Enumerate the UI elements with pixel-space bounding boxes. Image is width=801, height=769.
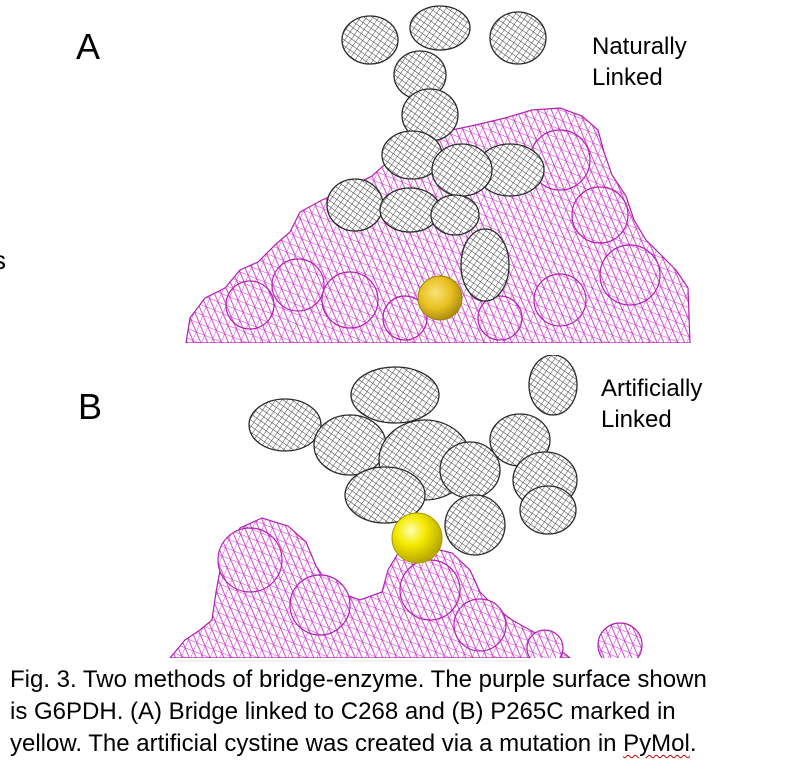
panel-a-label-line-2: Linked — [592, 64, 663, 91]
panel-b-label-line-1: Artificially — [601, 375, 703, 402]
caption-pymol-word: PyMol — [623, 730, 690, 757]
caption-line-3-prefix: yellow. The artificial cystine was creat… — [10, 730, 624, 757]
panel-b-cysteine-atom — [391, 512, 443, 564]
caption-line-3: yellow. The artificial cystine was creat… — [10, 728, 800, 760]
panel-a-letter: A — [76, 26, 101, 67]
stray-edge-glyph: s — [0, 247, 6, 273]
figure-caption: Fig. 3. Two methods of bridge-enzyme. Th… — [10, 664, 800, 760]
panel-a-label-line-1: Naturally — [592, 33, 687, 60]
panel-b-bridge-molecule — [248, 355, 578, 556]
panel-b-letter: B — [78, 386, 103, 427]
panel-b-enzyme-surface — [169, 517, 643, 658]
caption-line-1: Fig. 3. Two methods of bridge-enzyme. Th… — [10, 666, 707, 693]
caption-line-2: is G6PDH. (A) Bridge linked to C268 and … — [10, 698, 676, 725]
caption-line-3-suffix: . — [689, 730, 697, 757]
panel-a-label: Naturally Linked — [592, 31, 687, 93]
panel-b-image — [169, 355, 643, 658]
panel-a-cysteine-atom — [417, 275, 463, 321]
panel-b-label: Artificially Linked — [601, 373, 702, 435]
panel-b-label-line-2: Linked — [601, 406, 672, 433]
panel-a-image — [185, 5, 691, 343]
panel-a-bridge-molecule — [326, 5, 547, 302]
